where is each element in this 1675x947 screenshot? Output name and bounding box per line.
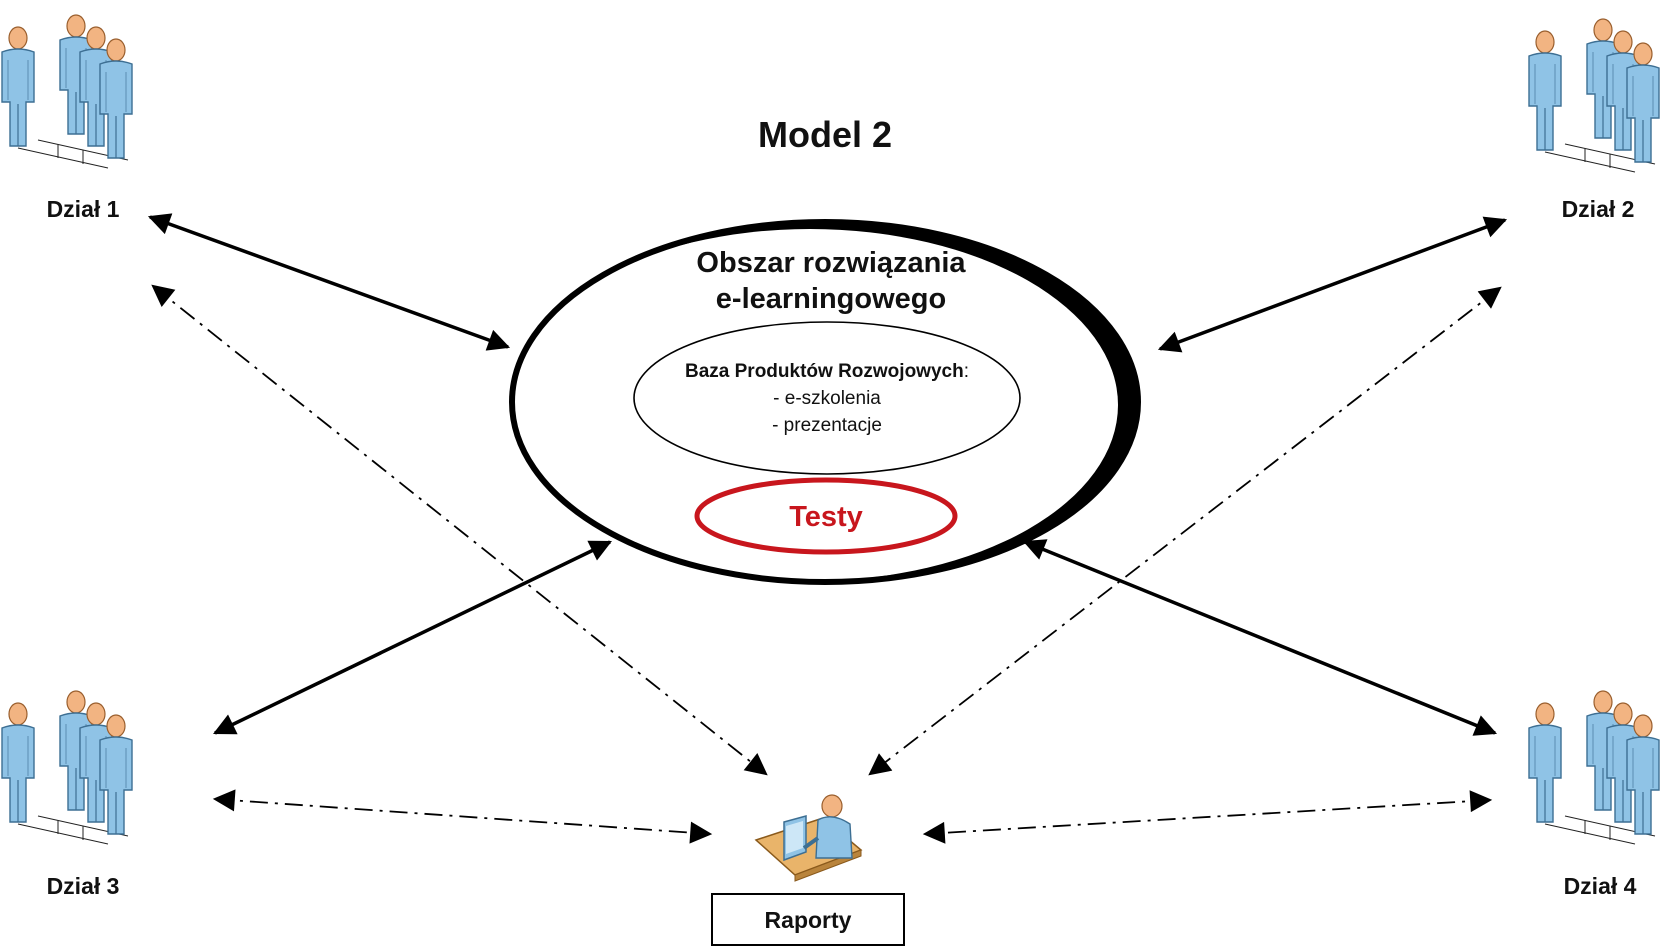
elearning-area-title-line2: e-learningowego (716, 283, 946, 315)
dashed-arrow-dzial2-reports (868, 286, 1502, 776)
product-database-title-suffix: : (964, 361, 969, 382)
people-group-icon-dzial1 (2, 15, 132, 168)
department-label-2: Dział 2 (1562, 196, 1635, 222)
product-database-item-1: - e-szkolenia (773, 388, 881, 409)
elearning-area-title-line1: Obszar rozwiązania (696, 247, 966, 279)
arrow-dzial3-area (213, 540, 612, 735)
diagram-title: Model 2 (758, 114, 892, 155)
department-label-4: Dział 4 (1564, 873, 1637, 899)
dashed-arrow-dzial1-reports (151, 284, 768, 776)
dashed-arrow-dzial3-reports (212, 789, 713, 844)
arrow-dzial2-area (1157, 216, 1508, 353)
product-database-title-text: Baza Produktów Rozwojowych (685, 361, 964, 382)
department-label-1: Dział 1 (47, 196, 120, 222)
product-database-title: Baza Produktów Rozwojowych: (685, 361, 969, 382)
people-group-icon-dzial3 (2, 691, 132, 844)
reports-label: Raporty (765, 907, 852, 933)
arrow-dzial4-area (1022, 539, 1498, 736)
people-group-icon-dzial4 (1529, 691, 1659, 844)
product-database-item-2: - prezentacje (772, 415, 882, 436)
dashed-arrow-dzial4-reports (922, 790, 1493, 844)
people-group-icon-dzial2 (1529, 19, 1659, 172)
tests-label: Testy (789, 501, 863, 533)
arrow-dzial1-area (147, 213, 511, 351)
reports-box (711, 893, 905, 946)
dashdot-arrows (151, 284, 1502, 844)
department-label-3: Dział 3 (47, 873, 120, 899)
person-at-computer-icon (754, 794, 863, 882)
